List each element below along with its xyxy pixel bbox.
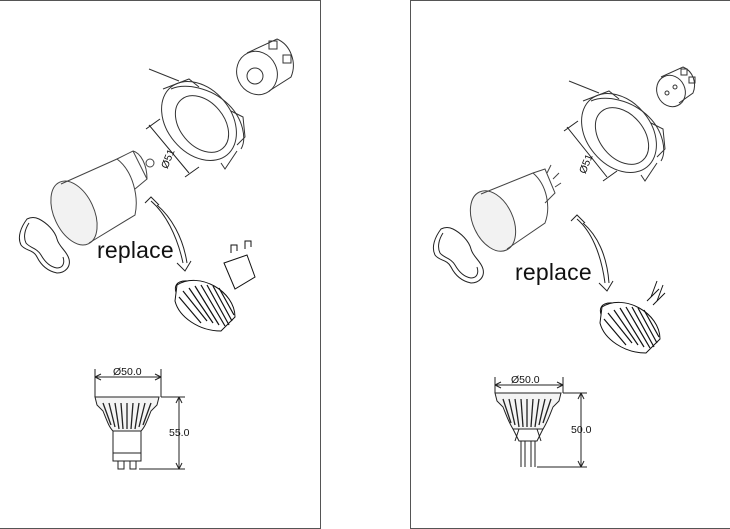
halogen-reflector-lamp-icon: [50, 150, 155, 246]
bulb-height-label: 55.0: [169, 427, 190, 439]
recessed-housing-ring-icon: [148, 68, 246, 170]
gu10-diagram-panel: replace Ø51 Ø50.0 55.0: [0, 0, 321, 529]
replace-double-arrow-icon: [570, 214, 614, 292]
mr16-socket-icon: [656, 66, 696, 108]
mr16-led-bulb-icon: [599, 280, 666, 354]
mr16-exploded-drawing: [432, 66, 696, 468]
gu10-led-bulb-icon: [174, 240, 256, 332]
bulb-width-label: Ø50.0: [511, 374, 540, 386]
bulb-width-dimension-icon: [94, 369, 162, 397]
bulb-width-label: Ø50.0: [113, 366, 142, 378]
replace-label: replace: [97, 237, 174, 263]
bulb-height-dimension-icon: [139, 396, 185, 470]
halogen-mr16-lamp-icon: [469, 164, 562, 252]
bulb-height-dimension-icon: [537, 392, 587, 468]
gu10-bulb-front-view-icon: [94, 396, 160, 470]
gu10-exploded-drawing: [18, 38, 294, 470]
retaining-clip-icon: [18, 217, 70, 274]
replace-double-arrow-icon: [144, 196, 192, 272]
bulb-width-dimension-icon: [494, 377, 564, 393]
retaining-clip-icon: [432, 227, 484, 284]
mr16-diagram-panel: replace Ø51 Ø50.0 50.0: [410, 0, 730, 529]
recessed-housing-ring-icon: [568, 80, 666, 182]
bulb-height-label: 50.0: [571, 424, 592, 436]
replace-label: replace: [515, 259, 592, 285]
gu10-socket-icon: [236, 38, 294, 96]
housing-diameter-dimension-icon: [563, 120, 618, 182]
housing-diameter-dimension-icon: [145, 118, 200, 178]
mr16-bulb-front-view-icon: [494, 392, 562, 467]
